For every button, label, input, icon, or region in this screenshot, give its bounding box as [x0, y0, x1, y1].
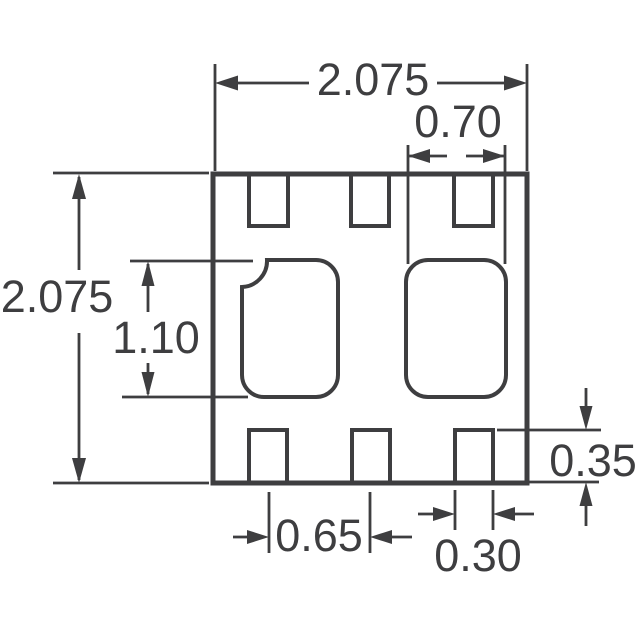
- top-pad-2: [349, 175, 391, 228]
- label-edge-pad-width: 0.30: [434, 530, 522, 581]
- label-body-height: 2.075: [1, 271, 114, 322]
- center-pad-left: [240, 258, 340, 399]
- center-pad-right: [404, 258, 508, 399]
- package-outline: [210, 171, 530, 486]
- label-top-pad-width: 0.70: [414, 96, 502, 147]
- label-body-width: 2.075: [317, 54, 430, 105]
- label-pad-pitch: 0.65: [275, 510, 363, 561]
- top-pad-1: [247, 175, 290, 228]
- arrowhead-left-icon: [370, 530, 392, 544]
- arrowhead-right-icon: [433, 507, 455, 521]
- dimension-labels: 2.075 0.70 2.075 1.10 0.35 0.65 0.30: [1, 54, 637, 581]
- arrowhead-down-icon: [141, 372, 155, 397]
- arrowhead-left-icon: [408, 149, 430, 163]
- label-center-pad-height: 1.10: [112, 312, 200, 363]
- dimension-arrowheads: [72, 75, 593, 544]
- arrowhead-up-icon: [72, 174, 86, 199]
- bottom-pad-1: [247, 428, 289, 482]
- arrowhead-right-icon: [483, 149, 505, 163]
- arrowhead-down-icon: [579, 406, 593, 430]
- arrowhead-left-icon: [493, 507, 515, 521]
- arrowhead-left-icon: [215, 75, 238, 91]
- arrowhead-up-icon: [141, 261, 155, 286]
- arrowhead-down-icon: [72, 458, 86, 483]
- bottom-pad-2: [350, 428, 392, 482]
- arrowhead-right-icon: [504, 75, 527, 91]
- arrowhead-up-icon: [579, 482, 593, 506]
- label-edge-pad-height: 0.35: [549, 435, 637, 486]
- top-pad-3: [452, 175, 495, 228]
- arrowhead-right-icon: [247, 530, 269, 544]
- bottom-pad-3: [453, 428, 495, 482]
